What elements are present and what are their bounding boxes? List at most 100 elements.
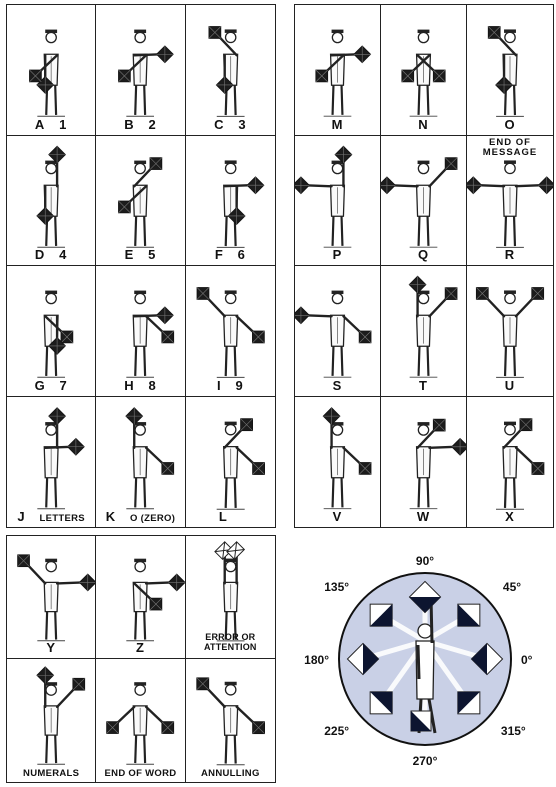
semaphore-illustration bbox=[96, 659, 184, 782]
dial-flag bbox=[370, 604, 392, 626]
semaphore-flag-right bbox=[538, 176, 553, 193]
letter-label: I bbox=[217, 378, 222, 393]
angle-label: 225° bbox=[324, 724, 349, 738]
semaphore-cell: G 7 bbox=[7, 266, 96, 397]
semaphore-flag-left bbox=[520, 418, 532, 430]
semaphore-cell: D 4 bbox=[7, 136, 96, 267]
semaphore-cell: N bbox=[381, 5, 467, 136]
angle-label: 180° bbox=[304, 653, 329, 667]
semaphore-cell: O bbox=[467, 5, 553, 136]
semaphore-illustration bbox=[96, 5, 184, 135]
numeral-label: 4 bbox=[59, 247, 67, 262]
signaller-figure bbox=[197, 288, 264, 378]
semaphore-flag-right bbox=[49, 146, 66, 163]
semaphore-flag-right bbox=[359, 331, 371, 343]
cell-label: D 4 bbox=[7, 248, 95, 261]
letter-label: N bbox=[381, 118, 466, 131]
semaphore-illustration bbox=[295, 397, 380, 528]
signaller-figure bbox=[37, 667, 85, 764]
semaphore-cell: ERROR OR ATTENTION bbox=[186, 536, 275, 659]
semaphore-flag-left bbox=[61, 331, 73, 343]
semaphore-flag-right bbox=[445, 157, 457, 169]
semaphore-flag-right bbox=[252, 462, 264, 474]
letter-label: F bbox=[215, 247, 224, 262]
semaphore-cell: K O (ZERO) bbox=[96, 397, 185, 528]
semaphore-illustration bbox=[186, 5, 275, 135]
signaller-figure bbox=[196, 678, 264, 765]
semaphore-cell: X bbox=[467, 397, 553, 528]
semaphore-illustration bbox=[381, 266, 466, 396]
semaphore-illustration bbox=[186, 266, 275, 396]
signaller-figure bbox=[37, 407, 84, 508]
semaphore-cell: L bbox=[186, 397, 275, 528]
semaphore-flag-left bbox=[126, 407, 143, 424]
semaphore-flag-right bbox=[73, 678, 85, 690]
letter-label: H bbox=[124, 378, 134, 393]
letter-label: E bbox=[125, 247, 135, 262]
semaphore-flag-left bbox=[354, 46, 371, 63]
semaphore-flag-left bbox=[157, 307, 174, 324]
numeral-label: 2 bbox=[148, 117, 156, 132]
signal-label: ANNULLING bbox=[186, 769, 275, 779]
semaphore-cell: S bbox=[295, 266, 381, 397]
semaphore-flag-right bbox=[162, 331, 174, 343]
signaller-figure bbox=[295, 291, 371, 378]
semaphore-flag-right bbox=[119, 201, 131, 213]
arm-left bbox=[206, 687, 224, 706]
semaphore-illustration bbox=[381, 136, 466, 266]
semaphore-flag-right bbox=[532, 288, 544, 300]
semaphore-flag-right bbox=[252, 331, 264, 343]
signaller-figure bbox=[402, 30, 445, 117]
semaphore-illustration bbox=[186, 136, 275, 266]
letter-label: O bbox=[467, 118, 553, 131]
numeral-label: LETTERS bbox=[40, 513, 85, 524]
semaphore-cell: Q bbox=[381, 136, 467, 267]
cell-label: A 1 bbox=[7, 118, 95, 131]
signaller-figure bbox=[496, 418, 544, 509]
letter-label: B bbox=[124, 117, 134, 132]
dial-flag bbox=[370, 692, 392, 714]
panel-special-signals: YZERROR OR ATTENTIONNUMERALSEND OF WORDA… bbox=[6, 535, 276, 783]
semaphore-cell: U bbox=[467, 266, 553, 397]
semaphore-flag-right bbox=[316, 70, 328, 82]
semaphore-cell: J LETTERS bbox=[7, 397, 96, 528]
semaphore-illustration bbox=[295, 136, 380, 266]
semaphore-cell: Z bbox=[96, 536, 185, 659]
semaphore-flag-left bbox=[409, 276, 426, 293]
arm-left bbox=[486, 297, 504, 316]
grid-b: MNOPQEND OF MESSAGERSTUVWX bbox=[295, 5, 553, 527]
letter-label: J bbox=[17, 509, 25, 524]
angle-dial: 90°45°0°315°270°225°180°135° bbox=[300, 535, 550, 783]
semaphore-cell: F 6 bbox=[186, 136, 275, 267]
signaller-figure bbox=[127, 291, 174, 378]
semaphore-flag-right bbox=[445, 288, 457, 300]
dial-flag bbox=[458, 604, 480, 626]
cell-label: H 8 bbox=[96, 379, 184, 392]
signal-label: Z bbox=[96, 641, 184, 654]
cell-label: G 7 bbox=[7, 379, 95, 392]
semaphore-flag-left bbox=[240, 418, 252, 430]
grid-c: YZERROR OR ATTENTIONNUMERALSEND OF WORDA… bbox=[7, 536, 275, 782]
signaller-figure bbox=[316, 30, 371, 117]
signaller-figure bbox=[476, 288, 543, 378]
signaller-figure bbox=[215, 542, 245, 641]
signaller-figure bbox=[381, 157, 457, 247]
semaphore-cell: P bbox=[295, 136, 381, 267]
letter-label: S bbox=[295, 379, 380, 392]
semaphore-cell: B 2 bbox=[96, 5, 185, 136]
letter-label: P bbox=[295, 248, 380, 261]
semaphore-illustration bbox=[295, 5, 380, 135]
semaphore-illustration bbox=[467, 397, 553, 528]
signaller-figure bbox=[18, 555, 96, 641]
semaphore-cell: END OF WORD bbox=[96, 659, 185, 782]
semaphore-cell: END OF MESSAGER bbox=[467, 136, 553, 267]
semaphore-flag-right bbox=[169, 574, 185, 591]
semaphore-flag-right bbox=[162, 462, 174, 474]
semaphore-flag-right bbox=[402, 70, 414, 82]
semaphore-cell: ANNULLING bbox=[186, 659, 275, 782]
semaphore-cell: E 5 bbox=[96, 136, 185, 267]
semaphore-flag-left bbox=[433, 70, 445, 82]
letter-label: U bbox=[467, 379, 553, 392]
semaphore-illustration bbox=[96, 397, 184, 528]
semaphore-cell: I 9 bbox=[186, 266, 275, 397]
